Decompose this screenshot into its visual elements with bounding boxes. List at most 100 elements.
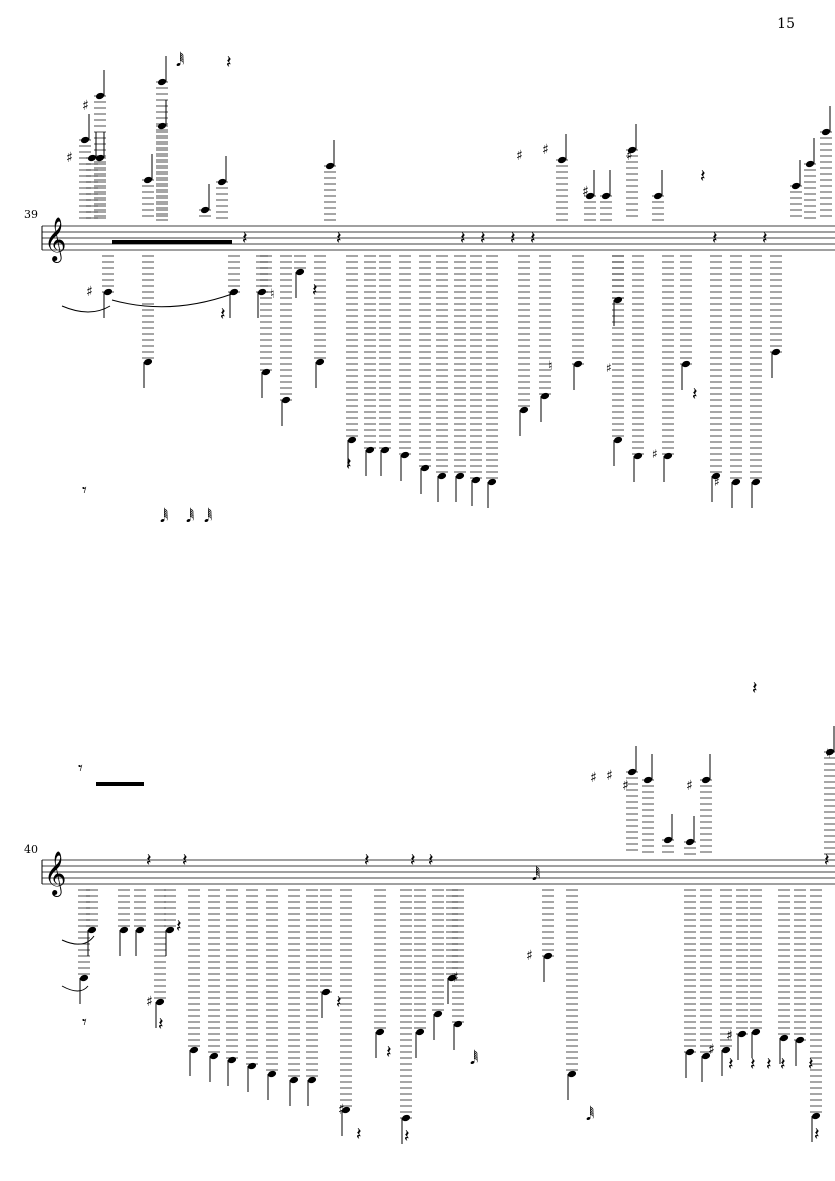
sharp-accidental: ♯ [726, 1028, 733, 1044]
sharp-accidental: ♯ [606, 361, 612, 375]
quarter-rest: 𝄽 [242, 228, 248, 249]
sharp-accidental: ♯ [542, 142, 549, 158]
sharp-accidental: ♯ [66, 150, 73, 166]
quarter-rest: 𝄽 [780, 1054, 786, 1075]
notehead [701, 1052, 711, 1060]
measure-number-40: 40 [24, 843, 38, 856]
quarter-rest: 𝄽 [410, 850, 416, 871]
notehead [289, 1076, 299, 1084]
system-40: 𝄞♯♯♯♯♯♯♯♯♯♯♮𝄽𝄽𝄽𝄽𝄽𝄽𝄽𝄽𝄽𝄽𝄽𝄽𝄽𝄽𝄽𝄽𝄽𝄽𝄽𝄾𝄾𝅘𝅥𝅱𝅘𝅥𝅱𝅘… [41, 678, 835, 1147]
notehead [347, 436, 357, 444]
quarter-rest: 𝄽 [510, 228, 516, 249]
quarter-rest: 𝄽 [386, 1042, 392, 1063]
sharp-accidental: ♯ [708, 1042, 715, 1058]
page-number: 15 [777, 16, 795, 32]
sharp-accidental: ♯ [590, 770, 597, 786]
notehead [165, 926, 175, 934]
eighth-rest: 𝄾 [78, 758, 83, 779]
grace-note: 𝅘𝅥𝅱 [176, 51, 184, 70]
notehead [447, 974, 457, 982]
quarter-rest: 𝄽 [356, 1124, 362, 1145]
quarter-rest: 𝄽 [728, 1054, 734, 1075]
tie [61, 305, 111, 313]
notehead [415, 1028, 425, 1036]
natural-accidental: ♮ [270, 287, 275, 302]
beam [112, 240, 232, 244]
notehead [375, 1028, 385, 1036]
sharp-accidental: ♯ [686, 778, 693, 794]
notehead [437, 472, 447, 480]
notehead [471, 476, 481, 484]
grace-note: 𝅘𝅥𝅱 [532, 865, 540, 884]
notehead [380, 446, 390, 454]
treble-clef-icon: 𝄞 [44, 851, 66, 897]
quarter-rest: 𝄽 [312, 280, 318, 301]
treble-clef-icon: 𝄞 [44, 217, 66, 263]
notehead [119, 926, 129, 934]
grace-note: 𝅘𝅥𝅱 [160, 507, 168, 526]
quarter-rest: 𝄽 [146, 850, 152, 871]
notehead [227, 1056, 237, 1064]
notehead [613, 436, 623, 444]
sharp-accidental: ♯ [606, 768, 613, 784]
notehead [751, 478, 761, 486]
notehead [247, 1062, 257, 1070]
notehead [811, 1112, 821, 1120]
tie [111, 293, 233, 308]
grace-note: 𝅘𝅥𝅱 [470, 1049, 478, 1068]
notehead [613, 296, 623, 304]
sharp-accidental: ♯ [652, 447, 658, 461]
system-39: 𝄞♯♯♯♯♯♯♯♯♯♯♮♮𝄽𝄽𝄽𝄽𝄽𝄽𝄽𝄽𝄽𝄽𝄽𝄽𝄽𝄽𝅘𝅥𝅱𝅘𝅥𝅱𝅘𝅥𝅱𝅘𝅥𝅱𝄾 [41, 51, 835, 526]
quarter-rest: 𝄽 [364, 850, 370, 871]
sharp-accidental: ♯ [452, 970, 459, 986]
quarter-rest: 𝄽 [404, 1126, 410, 1147]
notehead [420, 464, 430, 472]
quarter-rest: 𝄽 [752, 678, 758, 699]
notehead [400, 451, 410, 459]
notehead [261, 368, 271, 376]
grace-note: 𝅘𝅥𝅱 [186, 507, 194, 526]
sharp-accidental: ♯ [526, 948, 533, 964]
sharp-accidental: ♯ [338, 1102, 345, 1118]
notehead [267, 1070, 277, 1078]
beam [96, 782, 144, 786]
notehead [751, 1028, 761, 1036]
notehead [79, 974, 89, 982]
sharp-accidental: ♯ [626, 148, 633, 164]
quarter-rest: 𝄽 [712, 228, 718, 249]
grace-note: 𝅘𝅥𝅱 [586, 1105, 594, 1124]
quarter-rest: 𝄽 [750, 1054, 756, 1075]
notehead [155, 998, 165, 1006]
quarter-rest: 𝄽 [460, 228, 466, 249]
quarter-rest: 𝄽 [336, 228, 342, 249]
natural-accidental: ♮ [826, 747, 831, 762]
notehead [731, 478, 741, 486]
natural-accidental: ♮ [548, 359, 553, 374]
quarter-rest: 𝄽 [428, 850, 434, 871]
notehead [189, 1046, 199, 1054]
notehead [540, 392, 550, 400]
notehead [779, 1034, 789, 1042]
notehead [455, 472, 465, 480]
measure-number-39: 39 [24, 208, 38, 221]
notehead [307, 1076, 317, 1084]
sharp-accidental: ♯ [582, 184, 589, 200]
quarter-rest: 𝄽 [182, 850, 188, 871]
quarter-rest: 𝄽 [824, 850, 830, 871]
notehead [663, 452, 673, 460]
notehead [487, 478, 497, 486]
notehead [433, 1010, 443, 1018]
notehead [567, 1070, 577, 1078]
notehead [711, 472, 721, 480]
quarter-rest: 𝄽 [226, 52, 232, 73]
quarter-rest: 𝄽 [220, 304, 226, 325]
notehead [633, 452, 643, 460]
notehead [315, 358, 325, 366]
quarter-rest: 𝄽 [480, 228, 486, 249]
quarter-rest: 𝄽 [762, 228, 768, 249]
quarter-rest: 𝄽 [346, 454, 352, 475]
sharp-accidental: ♯ [82, 98, 89, 114]
sharp-accidental: ♯ [146, 994, 153, 1010]
eighth-rest: 𝄾 [82, 480, 87, 501]
